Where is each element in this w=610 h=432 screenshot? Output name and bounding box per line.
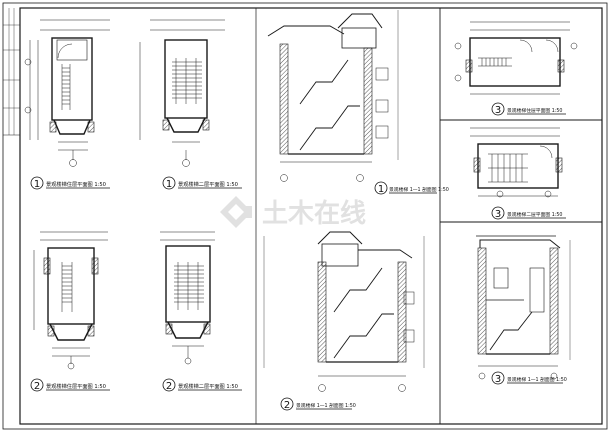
- title-number: 1: [378, 184, 384, 195]
- title-plan-1-ground: 1 景观楼梯住层平面图 1:50: [30, 176, 110, 190]
- title-text: 景观楼梯二层平面图 1:50: [178, 180, 238, 188]
- title-text: 景观楼梯住层平面图 1:50: [507, 107, 562, 114]
- title-text: 景观楼梯住层平面图 1:50: [46, 382, 106, 390]
- title-text: 景观楼梯 1—1 剖面图 1:50: [389, 186, 449, 193]
- title-text: 景观楼梯二层平面图 1:50: [178, 382, 238, 390]
- plan-1-ground-floor: [24, 19, 110, 167]
- title-plan-3-second: 3 景观楼梯二层平面图 1:50: [491, 206, 566, 220]
- section-2-bottom: [263, 231, 425, 392]
- plan-2-second-floor: [160, 231, 215, 365]
- title-number: 3: [495, 105, 501, 116]
- title-plan-2-ground: 2 景观楼梯住层平面图 1:50: [30, 378, 110, 392]
- title-number: 2: [284, 400, 290, 411]
- title-plan-1-second: 1 景观楼梯二层平面图 1:50: [162, 176, 242, 190]
- section-1-1-top: [267, 10, 399, 182]
- title-plan-2-second: 2 景观楼梯二层平面图 1:50: [162, 378, 242, 392]
- watermark-text: 土木在线: [262, 199, 366, 229]
- title-text: 景观楼梯二层平面图 1:50: [507, 211, 562, 218]
- title-section-2: 2 景观楼梯 1—1 剖面图 1:50: [280, 397, 356, 411]
- title-number: 1: [34, 179, 40, 190]
- title-section-3: 3 景观楼梯 1—1 剖面图 1:50: [491, 371, 567, 385]
- title-number: 3: [495, 209, 501, 220]
- title-text: 景观楼梯住层平面图 1:50: [46, 180, 106, 188]
- plan-3-ground-floor: [454, 21, 578, 95]
- title-text: 景观楼梯 1—1 剖面图 1:50: [507, 376, 567, 383]
- title-plan-3-ground: 3 景观楼梯住层平面图 1:50: [491, 102, 566, 116]
- title-section-1: 1 景观楼梯 1—1 剖面图 1:50: [374, 181, 449, 195]
- plan-2-ground-floor: [33, 231, 108, 370]
- title-number: 3: [495, 374, 501, 385]
- title-number: 2: [34, 381, 40, 392]
- watermark: 土木在线: [220, 196, 366, 229]
- plan-1-second-floor: [139, 19, 225, 167]
- section-3-bottom: [476, 235, 571, 380]
- watermark-logo-icon: [220, 196, 252, 228]
- title-number: 2: [166, 381, 172, 392]
- title-number: 1: [166, 179, 172, 190]
- title-text: 景观楼梯 1—1 剖面图 1:50: [296, 402, 356, 409]
- plan-3-second-floor: [470, 127, 563, 198]
